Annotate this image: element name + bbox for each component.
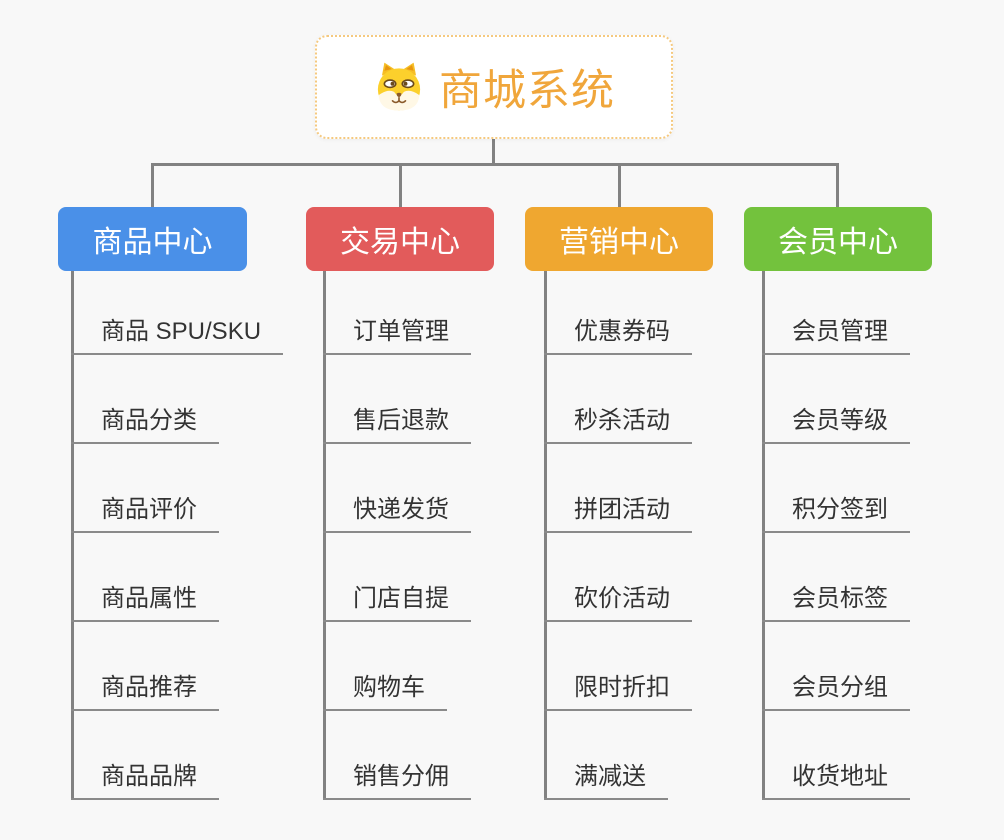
child-node[interactable]: 会员管理 — [762, 315, 910, 355]
branch-children-member-center: 会员管理 会员等级 积分签到 会员标签 会员分组 收货地址 — [762, 271, 1004, 803]
child-node[interactable]: 砍价活动 — [544, 582, 692, 622]
child-node[interactable]: 满减送 — [544, 760, 668, 800]
child-node[interactable]: 优惠券码 — [544, 315, 692, 355]
child-node[interactable]: 会员标签 — [762, 582, 910, 622]
branch-drop-line — [836, 163, 839, 207]
root-connector-line — [492, 139, 495, 165]
child-node[interactable]: 收货地址 — [762, 760, 910, 800]
root-node-label: 商城系统 — [439, 67, 615, 115]
child-node[interactable]: 销售分佣 — [323, 760, 471, 800]
child-node[interactable]: 拼团活动 — [544, 493, 692, 533]
child-node[interactable]: 秒杀活动 — [544, 404, 692, 444]
branch-node-label: 营销中心 — [559, 226, 679, 259]
child-node[interactable]: 快递发货 — [323, 493, 471, 533]
child-node[interactable]: 售后退款 — [323, 404, 471, 444]
branch-drop-line — [151, 163, 154, 207]
branch-drop-line — [399, 163, 402, 207]
branch-bus-line — [151, 163, 839, 166]
branch-node-label: 会员中心 — [778, 226, 898, 259]
child-node[interactable]: 商品评价 — [71, 493, 219, 533]
branch-node-label: 商品中心 — [92, 226, 213, 259]
child-node[interactable]: 商品属性 — [71, 582, 219, 622]
child-node[interactable]: 会员等级 — [762, 404, 910, 444]
shiba-dog-icon — [373, 61, 425, 113]
branch-node-trade-center[interactable]: 交易中心 — [306, 207, 494, 271]
branch-node-product-center[interactable]: 商品中心 — [58, 207, 247, 271]
branch-children-product-center: 商品 SPU/SKU 商品分类 商品评价 商品属性 商品推荐 商品品牌 — [71, 271, 333, 803]
child-node[interactable]: 商品品牌 — [71, 760, 219, 800]
child-node[interactable]: 商品 SPU/SKU — [71, 315, 284, 355]
child-node[interactable]: 限时折扣 — [544, 671, 692, 711]
child-node[interactable]: 商品推荐 — [71, 671, 219, 711]
child-node[interactable]: 门店自提 — [323, 582, 471, 622]
child-node[interactable]: 订单管理 — [323, 315, 471, 355]
child-node[interactable]: 商品分类 — [71, 404, 219, 444]
branch-node-marketing-center[interactable]: 营销中心 — [525, 207, 713, 271]
child-node[interactable]: 购物车 — [323, 671, 447, 711]
child-node[interactable]: 会员分组 — [762, 671, 910, 711]
branch-node-label: 交易中心 — [340, 226, 460, 259]
child-node[interactable]: 积分签到 — [762, 493, 910, 533]
root-node[interactable]: 商城系统 — [315, 35, 673, 139]
branch-drop-line — [618, 163, 621, 207]
branch-children-marketing-center: 优惠券码 秒杀活动 拼团活动 砍价活动 限时折扣 满减送 — [544, 271, 806, 803]
branch-node-member-center[interactable]: 会员中心 — [744, 207, 932, 271]
branch-children-trade-center: 订单管理 售后退款 快递发货 门店自提 购物车 销售分佣 — [323, 271, 585, 803]
